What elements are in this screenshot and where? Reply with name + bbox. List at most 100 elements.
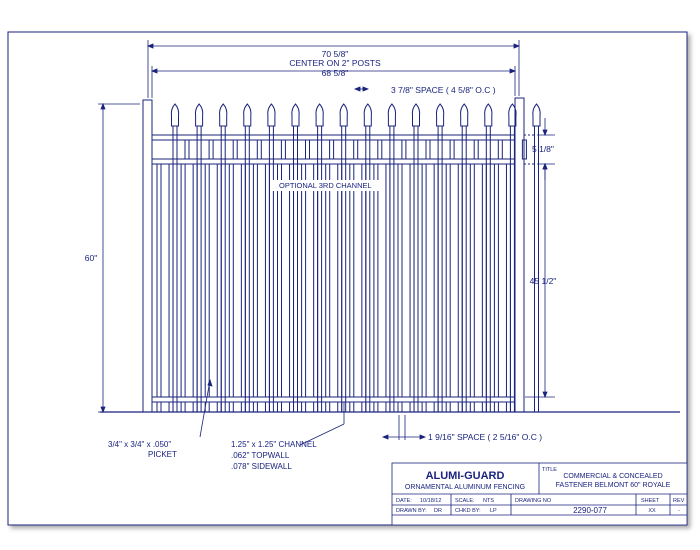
picket-stub	[232, 139, 238, 160]
picket-bottom-stub	[349, 401, 355, 413]
picket-lower	[421, 163, 427, 398]
picket-stub	[305, 139, 310, 160]
picket-finial	[460, 103, 469, 127]
picket-bottom-stub	[216, 401, 222, 413]
picket-stub	[401, 139, 407, 160]
picket-finial	[315, 103, 324, 127]
picket-lower	[445, 163, 451, 398]
picket-lower	[337, 163, 343, 398]
picket-finial	[339, 103, 348, 127]
picket	[534, 125, 539, 413]
picket-bottom-stub	[469, 401, 475, 413]
sidewall-label: .078" SIDEWALL	[231, 462, 292, 471]
picket-bottom-stub	[505, 401, 511, 413]
date-value: 10/18/12	[420, 498, 441, 504]
sheet-value: XX	[648, 508, 656, 514]
picket-finial	[243, 103, 252, 127]
picket-height-line-arrow	[542, 391, 548, 399]
height-dim: 60"	[85, 253, 97, 263]
picket-bottom-stub	[168, 401, 174, 413]
panel-width-line-arrow	[509, 68, 517, 74]
picket-height-line-arrow	[542, 162, 548, 170]
picket-lower	[264, 163, 270, 398]
picket-lower	[156, 163, 162, 398]
picket-bottom-stub	[433, 401, 439, 413]
picket-finial	[363, 103, 372, 127]
topwall-label: .062" TOPWALL	[231, 451, 290, 460]
picket-bottom-stub	[252, 401, 258, 413]
picket-bottom-stub	[337, 401, 343, 413]
picket-lower	[349, 163, 355, 398]
picket-space-bottom-line-arrow	[381, 434, 389, 440]
picket-lower	[433, 163, 439, 398]
picket-lower	[313, 163, 319, 398]
scale-label: SCALE:	[455, 498, 475, 504]
picket-space-bottom-line-arrow	[419, 434, 427, 440]
height-line-arrow	[100, 102, 106, 110]
picket-space-top-line-arrow	[362, 86, 370, 92]
picket-stub	[425, 139, 431, 160]
picket-finial	[411, 103, 421, 127]
picket-lower	[252, 163, 258, 398]
picket-bottom-stub	[361, 401, 367, 413]
picket-lower	[240, 163, 246, 398]
picket-bottom-stub	[421, 401, 427, 413]
picket-stub	[497, 139, 503, 160]
chkd-by-label: CHKD BY:	[455, 508, 481, 514]
picket-stub	[184, 139, 190, 160]
overall-width-line-arrow	[513, 43, 521, 49]
picket-lower	[373, 163, 379, 398]
picket-space-bottom-dim: 1 9/16" SPACE ( 2 5/16" O.C )	[428, 432, 542, 442]
picket-lower	[385, 163, 391, 398]
picket-bottom-stub	[240, 401, 246, 413]
panel-width-line-arrow	[150, 68, 158, 74]
picket-space-top-line-arrow	[353, 86, 361, 92]
picket-size-label: 3/4" x 3/4" x .050"	[108, 440, 171, 449]
brand-subtitle: ORNAMENTAL ALUMINUM FENCING	[405, 484, 525, 491]
picket-stub	[280, 139, 286, 160]
title-block	[391, 462, 688, 526]
picket-lower	[505, 163, 511, 398]
picket-finial	[170, 103, 180, 127]
picket-lower	[409, 163, 415, 398]
picket-finial	[484, 103, 493, 127]
rev-value: -	[678, 508, 680, 514]
sheet-border	[7, 31, 688, 526]
picket-bottom-stub	[289, 401, 295, 413]
title-line-1: COMMERCIAL & CONCEALED	[563, 473, 662, 480]
picket-bottom-stub	[192, 401, 198, 413]
picket-leader-arrow	[207, 378, 213, 387]
height-line-arrow	[100, 406, 106, 414]
overall-width-note: CENTER ON 2" POSTS	[289, 58, 381, 68]
sheet-label: SHEET	[641, 498, 660, 504]
picket-finial	[435, 103, 445, 127]
picket-stub	[329, 139, 335, 160]
picket-lower	[228, 163, 234, 398]
picket-bottom-stub	[373, 401, 379, 413]
picket-space-top-dim: 3 7/8" SPACE ( 4 5/8" O.C )	[391, 85, 496, 95]
scale-value: NTS	[483, 498, 494, 504]
picket-finial	[532, 103, 541, 127]
picket-lower	[493, 163, 499, 398]
picket-bottom-stub	[264, 401, 270, 413]
channel-size-label: 1.25" x 1.25" CHANNEL	[231, 440, 317, 449]
picket-bottom-stub	[277, 401, 282, 413]
channel-leader	[299, 423, 345, 446]
picket-finial	[194, 103, 204, 127]
picket-lower	[361, 163, 367, 398]
date-label: DATE:	[396, 498, 412, 504]
picket-stub	[377, 139, 383, 160]
dimension-lines	[98, 40, 555, 446]
rev-label: REV	[673, 498, 685, 504]
overall-width-dim: 70 5/8"	[322, 49, 349, 59]
picket-lower	[481, 163, 487, 398]
picket-finial	[219, 103, 228, 127]
drawn-by-label: DRAWN BY:	[396, 508, 427, 514]
picket-finial	[508, 103, 517, 127]
picket-bottom-stub	[325, 401, 331, 413]
panel-width-dim: 68 5/8"	[322, 68, 349, 78]
picket-lower	[469, 163, 475, 398]
picket-lower	[289, 163, 295, 398]
drawn-by-value: DR	[434, 508, 442, 514]
